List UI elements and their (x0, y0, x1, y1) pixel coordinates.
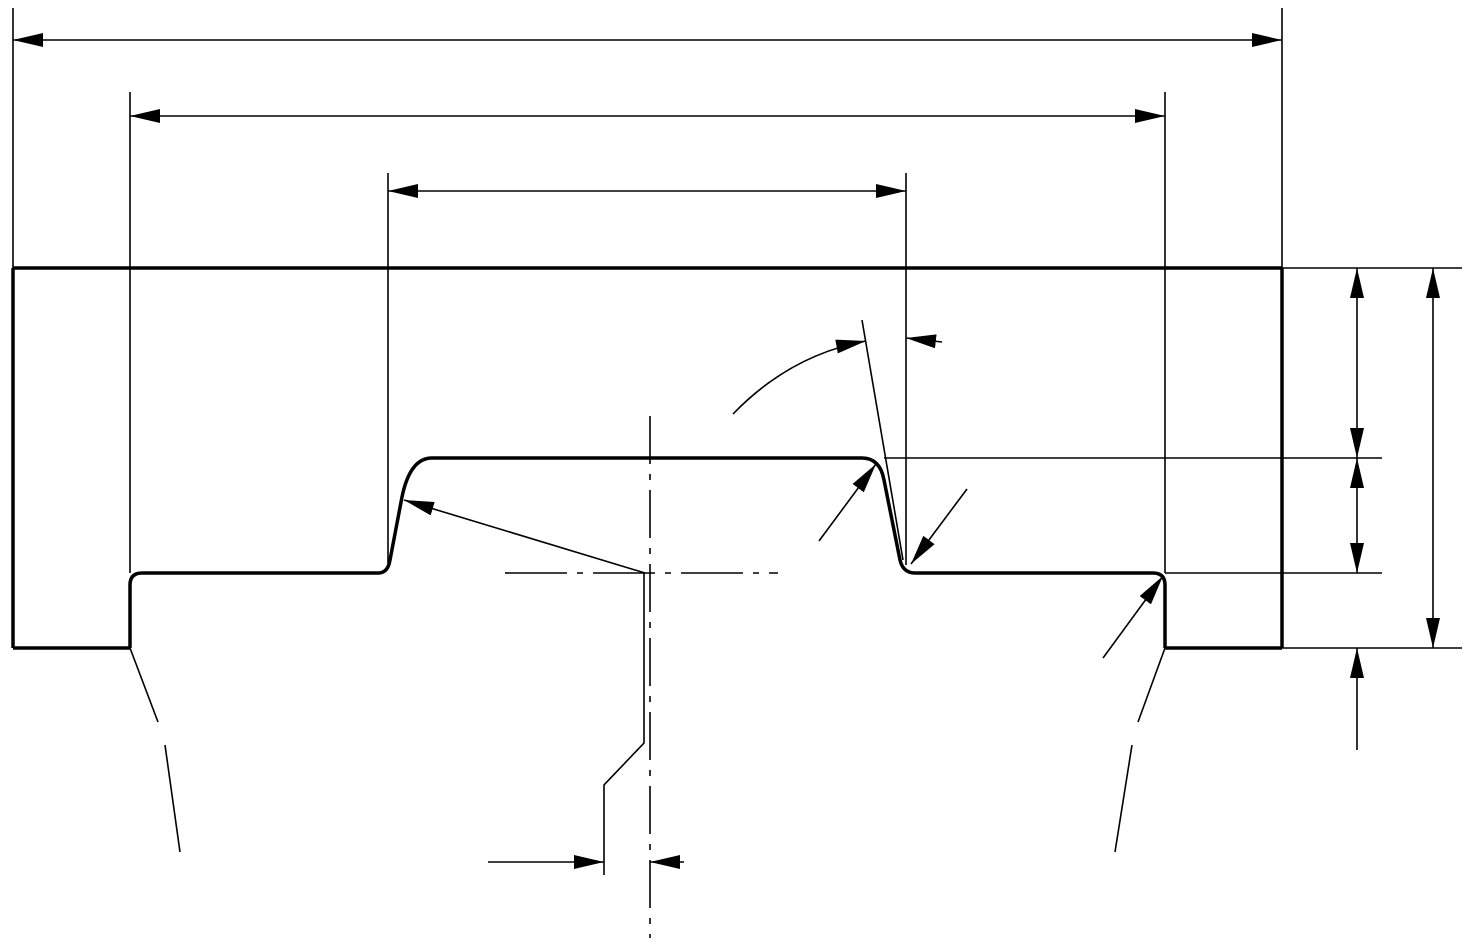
radius-leader-right-corner (1102, 575, 1164, 659)
horizontal-dimensions (13, 33, 1282, 198)
extension-lines (12, 8, 1462, 649)
radius-leader-top-corner (818, 463, 877, 542)
radius-leader-bottom-corner (910, 488, 968, 565)
center-lines (505, 416, 778, 938)
groove-profile (128, 456, 1167, 648)
offset-dimension (488, 573, 684, 875)
vertical-dimensions (1350, 268, 1440, 750)
radius-leader-left (403, 499, 646, 574)
radius-leaders (403, 463, 1164, 659)
angle-dimension (732, 334, 943, 415)
break-lines (129, 647, 1166, 853)
